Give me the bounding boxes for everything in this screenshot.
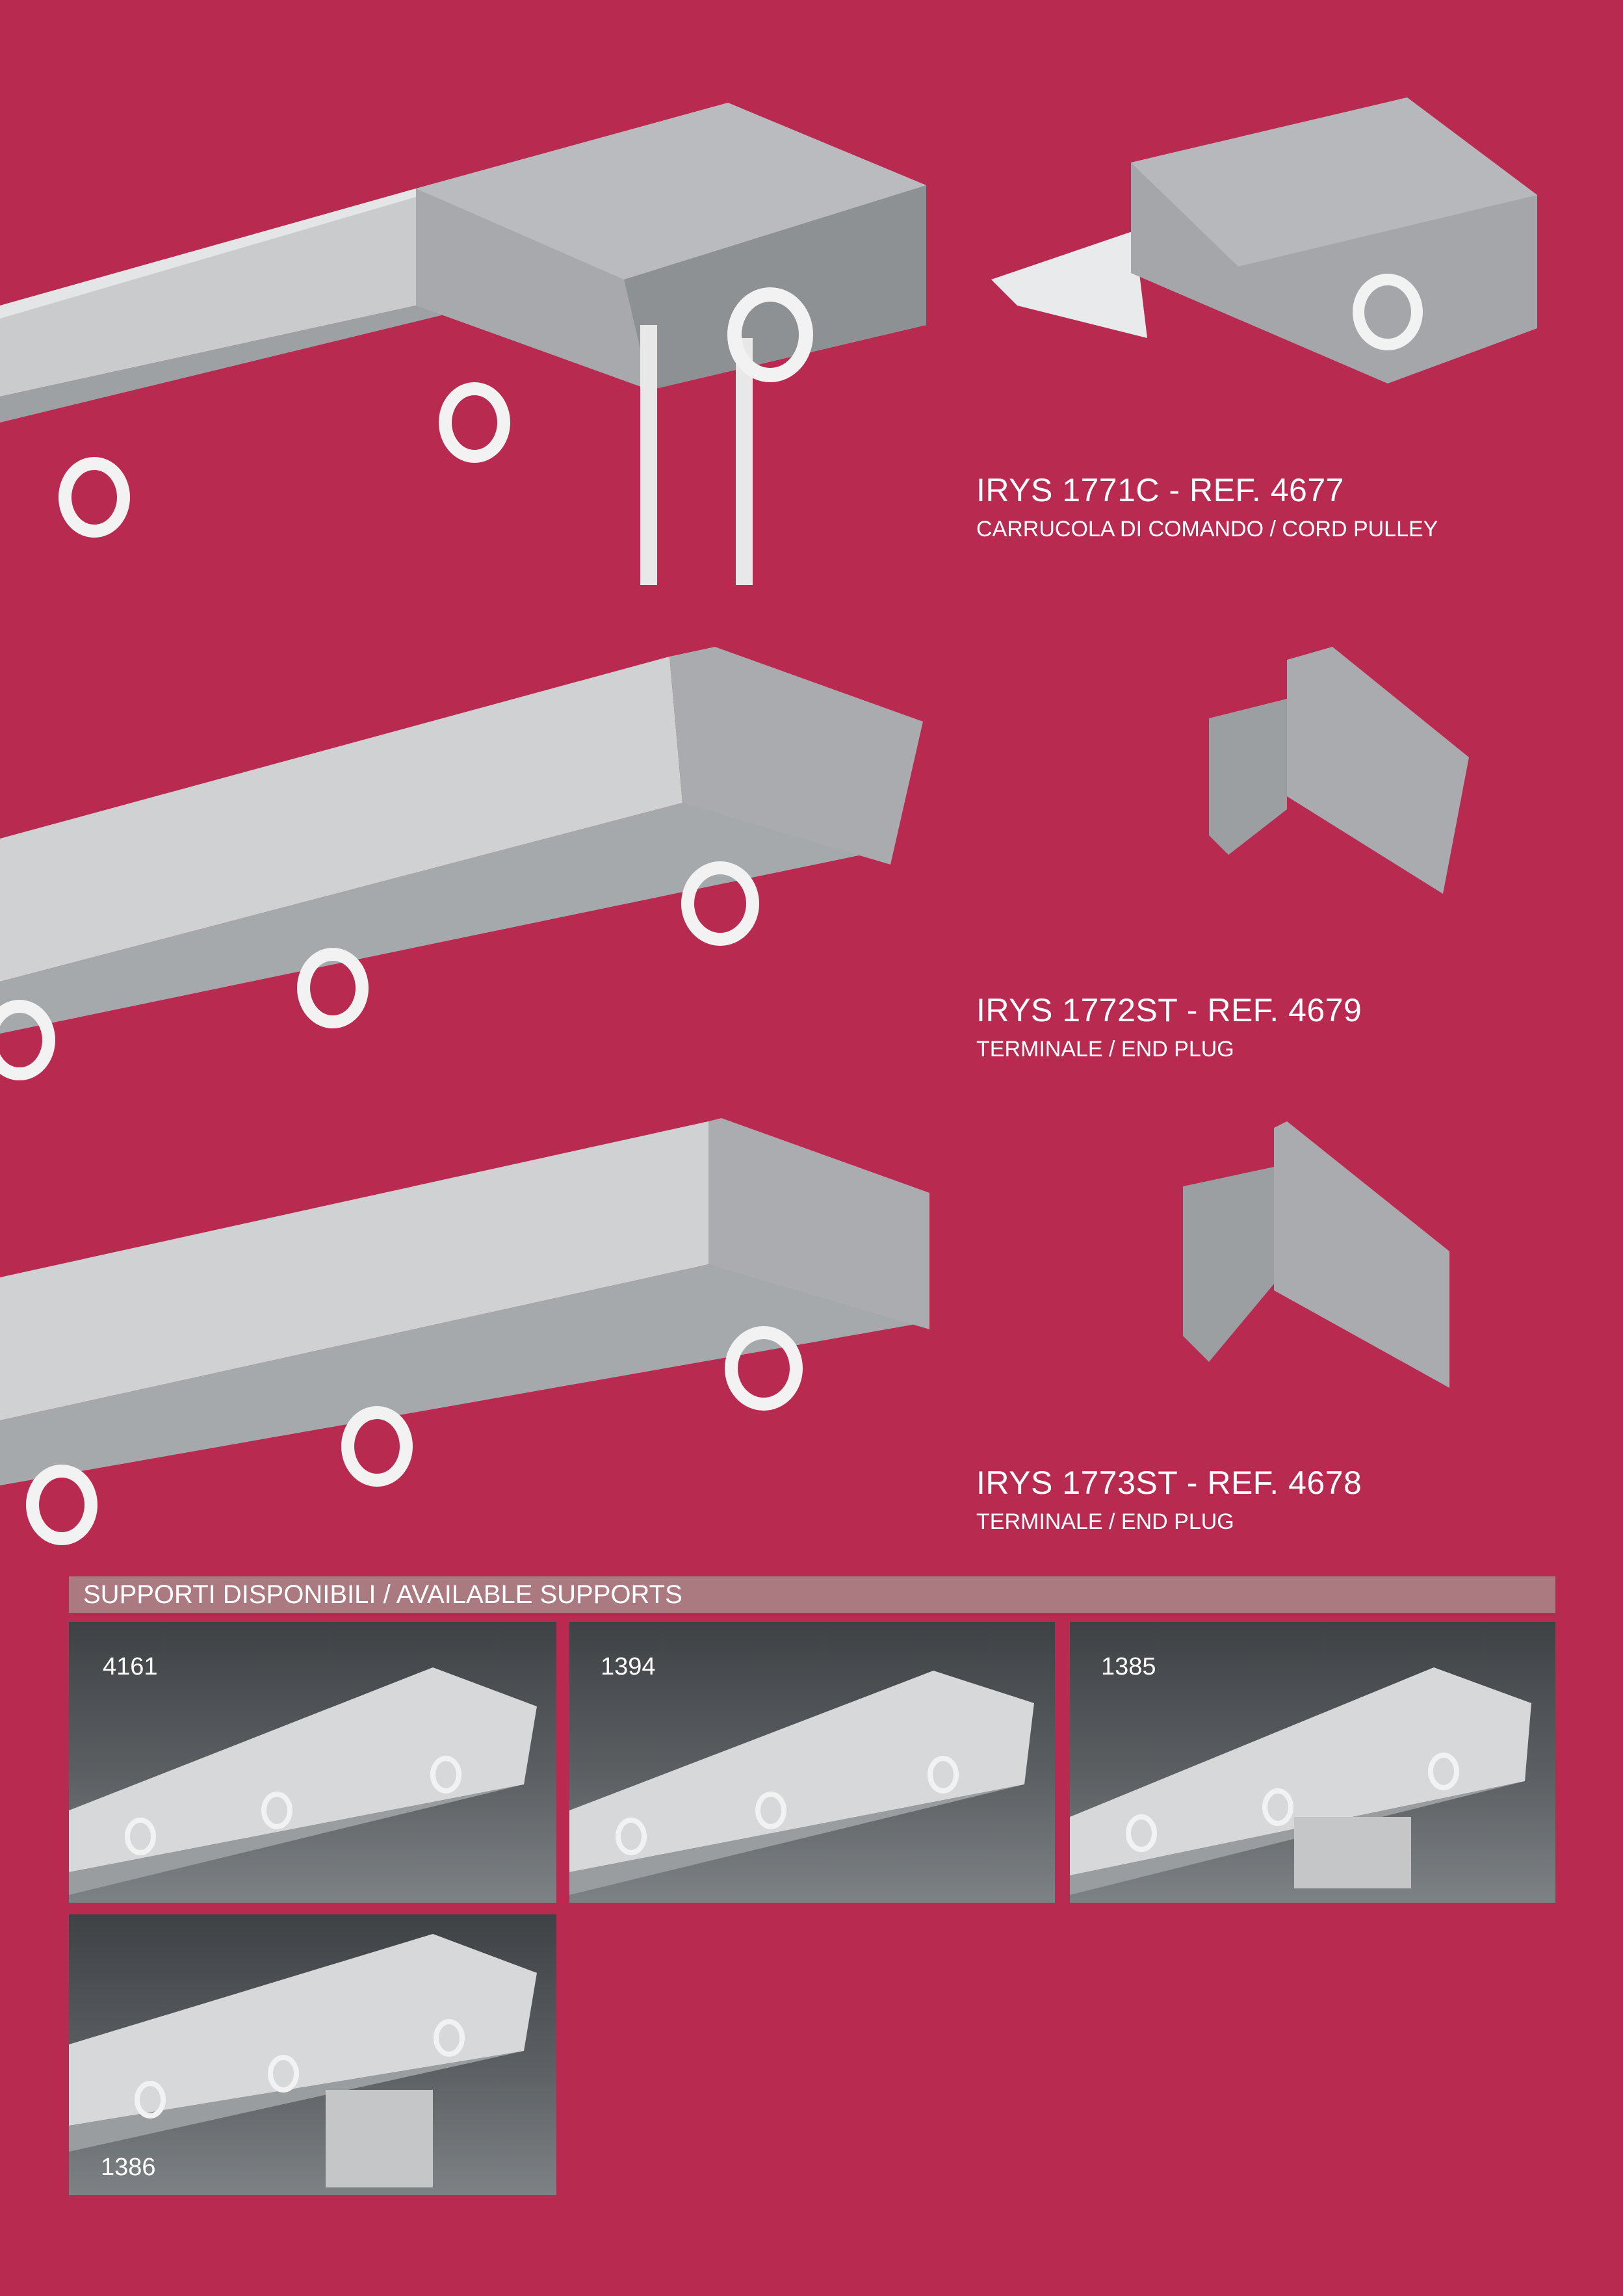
end-plug-detail-image bbox=[1209, 647, 1469, 894]
support-image bbox=[69, 1934, 537, 2187]
product-subtitle: TERMINALE / END PLUG bbox=[976, 1037, 1234, 1062]
support-tile-1385: 1385 bbox=[1070, 1622, 1555, 1903]
support-code: 1385 bbox=[1101, 1653, 1156, 1680]
product-subtitle: CARRUCOLA DI COMANDO / CORD PULLEY bbox=[976, 517, 1438, 541]
end-plug-detail-image bbox=[1183, 1121, 1449, 1388]
support-code: 1394 bbox=[601, 1653, 656, 1680]
cord-pulley-detail-image bbox=[991, 98, 1537, 384]
product-title: IRYS 1773ST - REF. 4678 bbox=[976, 1465, 1362, 1501]
support-tile-1394: 1394 bbox=[569, 1622, 1055, 1903]
rail-end-plug-image bbox=[0, 1118, 929, 1545]
support-image bbox=[69, 1667, 537, 1895]
support-tile-1386: 1386 bbox=[69, 1914, 556, 2195]
rail-end-plug-image bbox=[0, 647, 923, 1080]
product-title: IRYS 1772ST - REF. 4679 bbox=[976, 992, 1362, 1028]
product-title: IRYS 1771C - REF. 4677 bbox=[976, 472, 1344, 508]
support-code: 1386 bbox=[101, 2154, 156, 2181]
supports-heading: SUPPORTI DISPONIBILI / AVAILABLE SUPPORT… bbox=[69, 1576, 1555, 1613]
rail-cord-pulley-image bbox=[0, 103, 926, 585]
support-tile-4161: 4161 bbox=[69, 1622, 556, 1903]
support-image bbox=[569, 1671, 1034, 1895]
product-subtitle: TERMINALE / END PLUG bbox=[976, 1509, 1234, 1534]
support-image bbox=[1070, 1667, 1531, 1895]
support-code: 4161 bbox=[103, 1653, 158, 1680]
